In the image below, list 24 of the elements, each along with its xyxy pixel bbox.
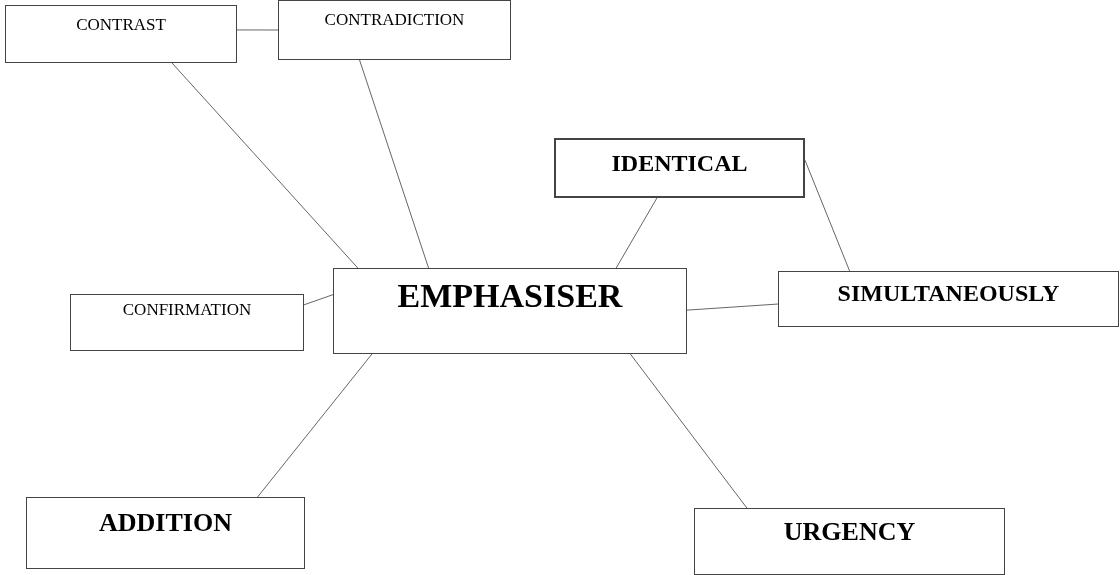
concept-label: URGENCY	[783, 517, 916, 548]
connector-line	[629, 353, 748, 509]
connector-line	[257, 353, 373, 498]
concept-box	[778, 271, 1119, 327]
concept-label: SIMULTANEOUSLY	[837, 280, 1060, 308]
connector-line	[359, 59, 430, 269]
concept-label: EMPHASISER	[397, 277, 623, 316]
connector-line	[236, 29, 279, 31]
concept-label: IDENTICAL	[611, 150, 748, 178]
concept-box	[333, 268, 687, 354]
connector-line	[171, 62, 359, 269]
concept-label: CONTRAST	[76, 15, 166, 36]
concept-box	[694, 508, 1005, 575]
connector-line	[303, 294, 334, 306]
concept-label: CONFIRMATION	[122, 300, 252, 321]
concept-label: CONTRADICTION	[324, 10, 465, 31]
connector-line	[615, 197, 658, 269]
concept-box	[278, 0, 511, 60]
concept-box	[70, 294, 304, 351]
concept-box	[5, 5, 237, 63]
connector-line	[686, 303, 779, 311]
concept-box	[26, 497, 305, 569]
concept-box	[554, 138, 805, 198]
concept-label: ADDITION	[99, 508, 232, 539]
